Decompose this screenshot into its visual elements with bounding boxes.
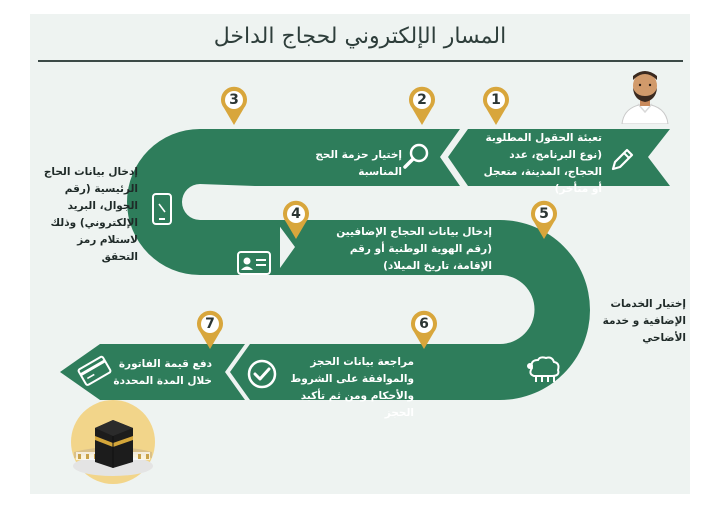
checkmark-icon xyxy=(247,359,277,389)
infographic-canvas: المسار الإلكتروني لحجاج الداخل 1 2 3 4 5 xyxy=(30,14,690,494)
step-1-text: تعبئة الحقول المطلوبة (نوع البرنامج، عدد… xyxy=(483,132,602,195)
mobile-phone-icon xyxy=(152,193,172,225)
pencil-icon xyxy=(611,148,634,171)
step-6-text: مراجعة بيانات الحجز والموافقة على الشروط… xyxy=(290,356,414,419)
step-marker-6: 6 xyxy=(409,310,439,350)
credit-card-icon xyxy=(77,355,112,386)
id-card-icon xyxy=(237,251,271,275)
step-number: 4 xyxy=(291,206,301,222)
road-segment-bottom xyxy=(230,344,420,400)
kaaba-illustration xyxy=(71,400,155,484)
step-marker-1: 1 xyxy=(481,86,511,126)
step-7-text: دفع قيمة الفاتورة خلال المدة المحددة xyxy=(113,358,212,387)
step-number: 2 xyxy=(417,92,427,108)
step-4-text: إدخال بيانات الحجاج الإضافيين (رقم الهوي… xyxy=(336,226,492,272)
step-marker-7: 7 xyxy=(195,310,225,350)
step-number: 6 xyxy=(419,316,429,332)
road-curve-right xyxy=(410,220,590,400)
road-segment-middle xyxy=(275,220,500,275)
road-segment-top xyxy=(235,129,670,186)
magnifier-icon xyxy=(403,143,429,169)
step-marker-2: 2 xyxy=(407,86,437,126)
road-segment-end xyxy=(60,344,245,400)
pilgrim-avatar xyxy=(621,71,669,124)
step-number: 3 xyxy=(229,92,239,108)
step-number: 5 xyxy=(539,206,549,222)
page-title: المسار الإلكتروني لحجاج الداخل xyxy=(213,24,507,49)
title-divider xyxy=(38,60,683,62)
road-curve-left-1 xyxy=(127,129,280,275)
step-marker-4: 4 xyxy=(281,200,311,240)
step-2-text: إختيار حزمة الحج المناسبة xyxy=(315,149,402,178)
step-number: 7 xyxy=(205,316,215,332)
road-path xyxy=(60,129,670,400)
step-5-text: إختيار الخدمات الإضافية و خدمة الأضاحي xyxy=(602,298,686,344)
step-3-text: إدخال بيانات الحاج الرئيسية (رقم الجوال،… xyxy=(43,166,138,263)
step-number: 1 xyxy=(491,92,501,108)
sheep-icon xyxy=(527,356,560,382)
step-marker-5: 5 xyxy=(529,200,559,240)
step-marker-3: 3 xyxy=(219,86,249,126)
